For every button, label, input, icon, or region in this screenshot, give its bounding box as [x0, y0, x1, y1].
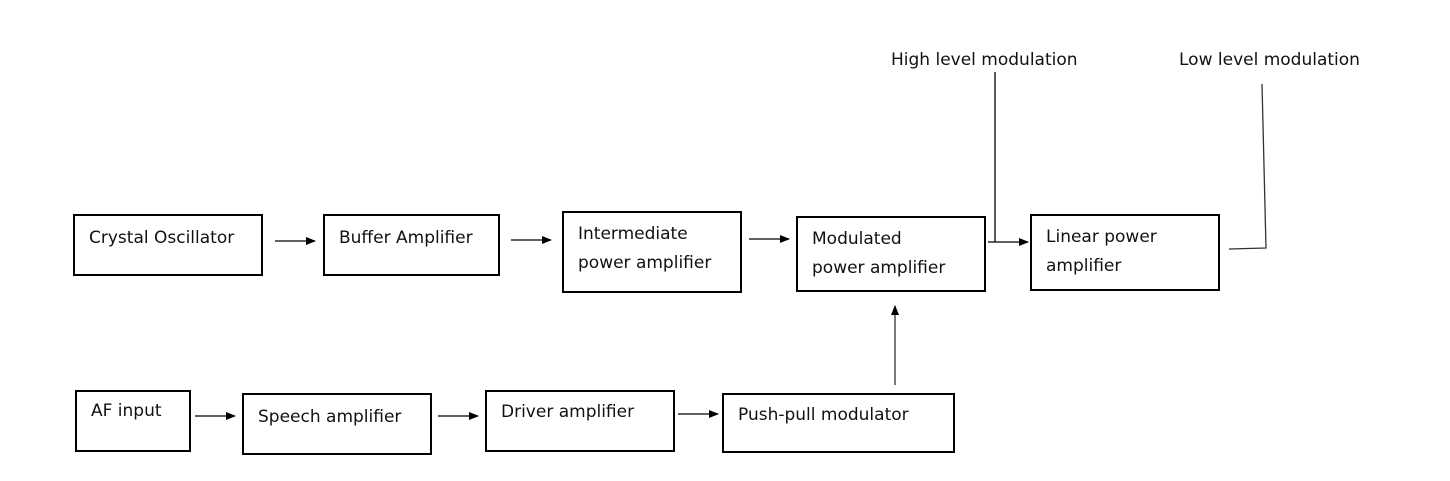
- low-level-modulation-line: [1228, 83, 1267, 250]
- block-af-input: AF input: [75, 390, 191, 452]
- block-label: Intermediate power amplifier: [578, 224, 712, 273]
- block-label: AF input: [91, 401, 162, 421]
- block-modulated-power-amplifier: Modulated power amplifier: [796, 216, 986, 292]
- block-crystal-oscillator: Crystal Oscillator: [73, 214, 263, 276]
- block-label: Speech amplifier: [258, 407, 402, 427]
- block-driver-amplifier: Driver amplifier: [485, 390, 675, 452]
- high-level-modulation-label: High level modulation: [891, 50, 1078, 70]
- block-linear-power-amplifier: Linear power amplifier: [1030, 214, 1220, 291]
- block-label: Driver amplifier: [501, 402, 635, 422]
- block-label: Modulated power amplifier: [812, 229, 946, 278]
- block-intermediate-power-amplifier: Intermediate power amplifier: [562, 211, 742, 293]
- block-label: Linear power amplifier: [1046, 227, 1157, 276]
- block-push-pull-modulator: Push-pull modulator: [722, 393, 955, 453]
- block-speech-amplifier: Speech amplifier: [242, 393, 432, 455]
- block-label: Buffer Amplifier: [339, 228, 473, 248]
- block-buffer-amplifier: Buffer Amplifier: [323, 214, 500, 276]
- low-level-modulation-label: Low level modulation: [1179, 50, 1360, 70]
- block-label: Crystal Oscillator: [89, 228, 235, 248]
- block-label: Push-pull modulator: [738, 405, 909, 425]
